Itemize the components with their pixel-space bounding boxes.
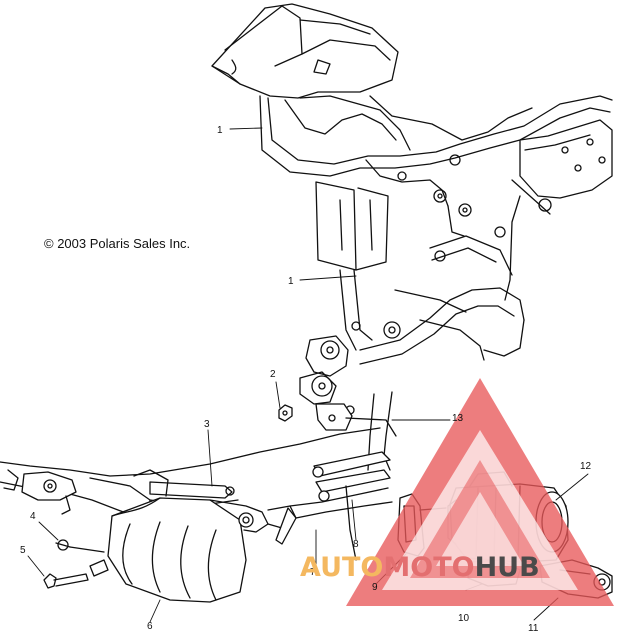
part-5-bolt (43, 559, 109, 589)
part-3-tube (149, 481, 235, 499)
part-2-nut (278, 404, 293, 422)
watermark-part-moto: MOTO (383, 552, 475, 583)
callout-10: 10 (458, 613, 470, 624)
callout-1-lower: 1 (288, 276, 294, 287)
seat-assembly (211, 3, 399, 99)
callout-6: 6 (147, 621, 153, 632)
watermark-text: AUTOMOTOHUB (300, 552, 540, 583)
callout-2: 2 (270, 369, 276, 380)
frame-fasteners (299, 154, 552, 415)
part-4-fastener (55, 539, 105, 553)
callout-4: 4 (30, 511, 36, 522)
lower-bracket (315, 391, 397, 471)
part-6-muffler (107, 497, 297, 603)
parts-7-8-tubes (275, 451, 393, 561)
callout-12: 12 (580, 461, 592, 472)
copyright-text: © 2003 Polaris Sales Inc. (44, 236, 191, 251)
watermark-logo (346, 378, 614, 606)
watermark-part-hub: HUB (474, 552, 540, 583)
callout-7: 7 (310, 567, 316, 578)
callout-11: 11 (528, 623, 539, 634)
exhaust-pipe (0, 427, 381, 519)
callout-8: 8 (353, 539, 359, 550)
main-frame (259, 95, 613, 365)
callout-13: 13 (452, 413, 464, 424)
callout-1-upper: 1 (217, 125, 223, 136)
callout-3: 3 (204, 419, 210, 430)
watermark-part-auto: AUTO (300, 552, 384, 583)
callout-5: 5 (20, 545, 26, 556)
leader-lines (27, 127, 589, 623)
callout-9: 9 (372, 582, 378, 593)
